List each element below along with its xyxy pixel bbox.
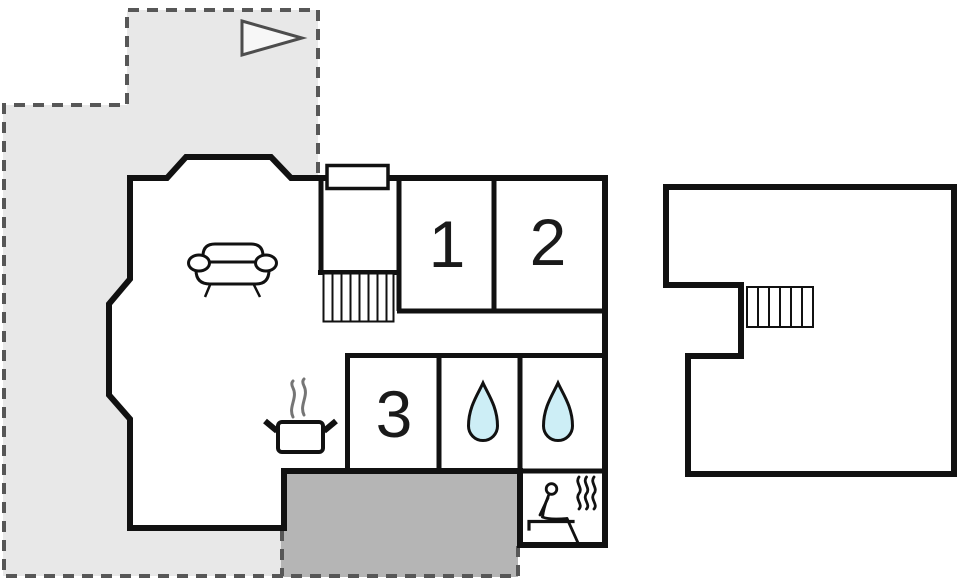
- staircase-main: [322, 272, 395, 323]
- flag-icon: [240, 19, 308, 57]
- room-2-label: 2: [530, 205, 567, 279]
- sauna-person-icon: [527, 482, 580, 546]
- pot-body: [276, 420, 325, 454]
- plot-boundary-dashed: [2, 8, 520, 578]
- pot-handles: [263, 418, 338, 434]
- staircase-annex: [746, 286, 814, 328]
- stove-pot-icon: [263, 377, 338, 454]
- steam-lines: [290, 377, 307, 419]
- sauna-icon: [527, 475, 597, 546]
- plot-area: [3, 10, 318, 576]
- stair-treads: [331, 274, 388, 321]
- room-1-label: 1: [429, 207, 466, 281]
- water-drop-icon: [541, 379, 575, 442]
- terrace-area: [281, 469, 518, 577]
- annex-outline: [663, 184, 957, 477]
- stair-treads: [757, 288, 803, 326]
- water-drop-icon: [466, 379, 500, 442]
- room-3-label: 3: [376, 377, 413, 451]
- sofa-icon: [187, 242, 278, 298]
- fireplace: [325, 163, 390, 191]
- heat-waves-icon: [576, 475, 597, 511]
